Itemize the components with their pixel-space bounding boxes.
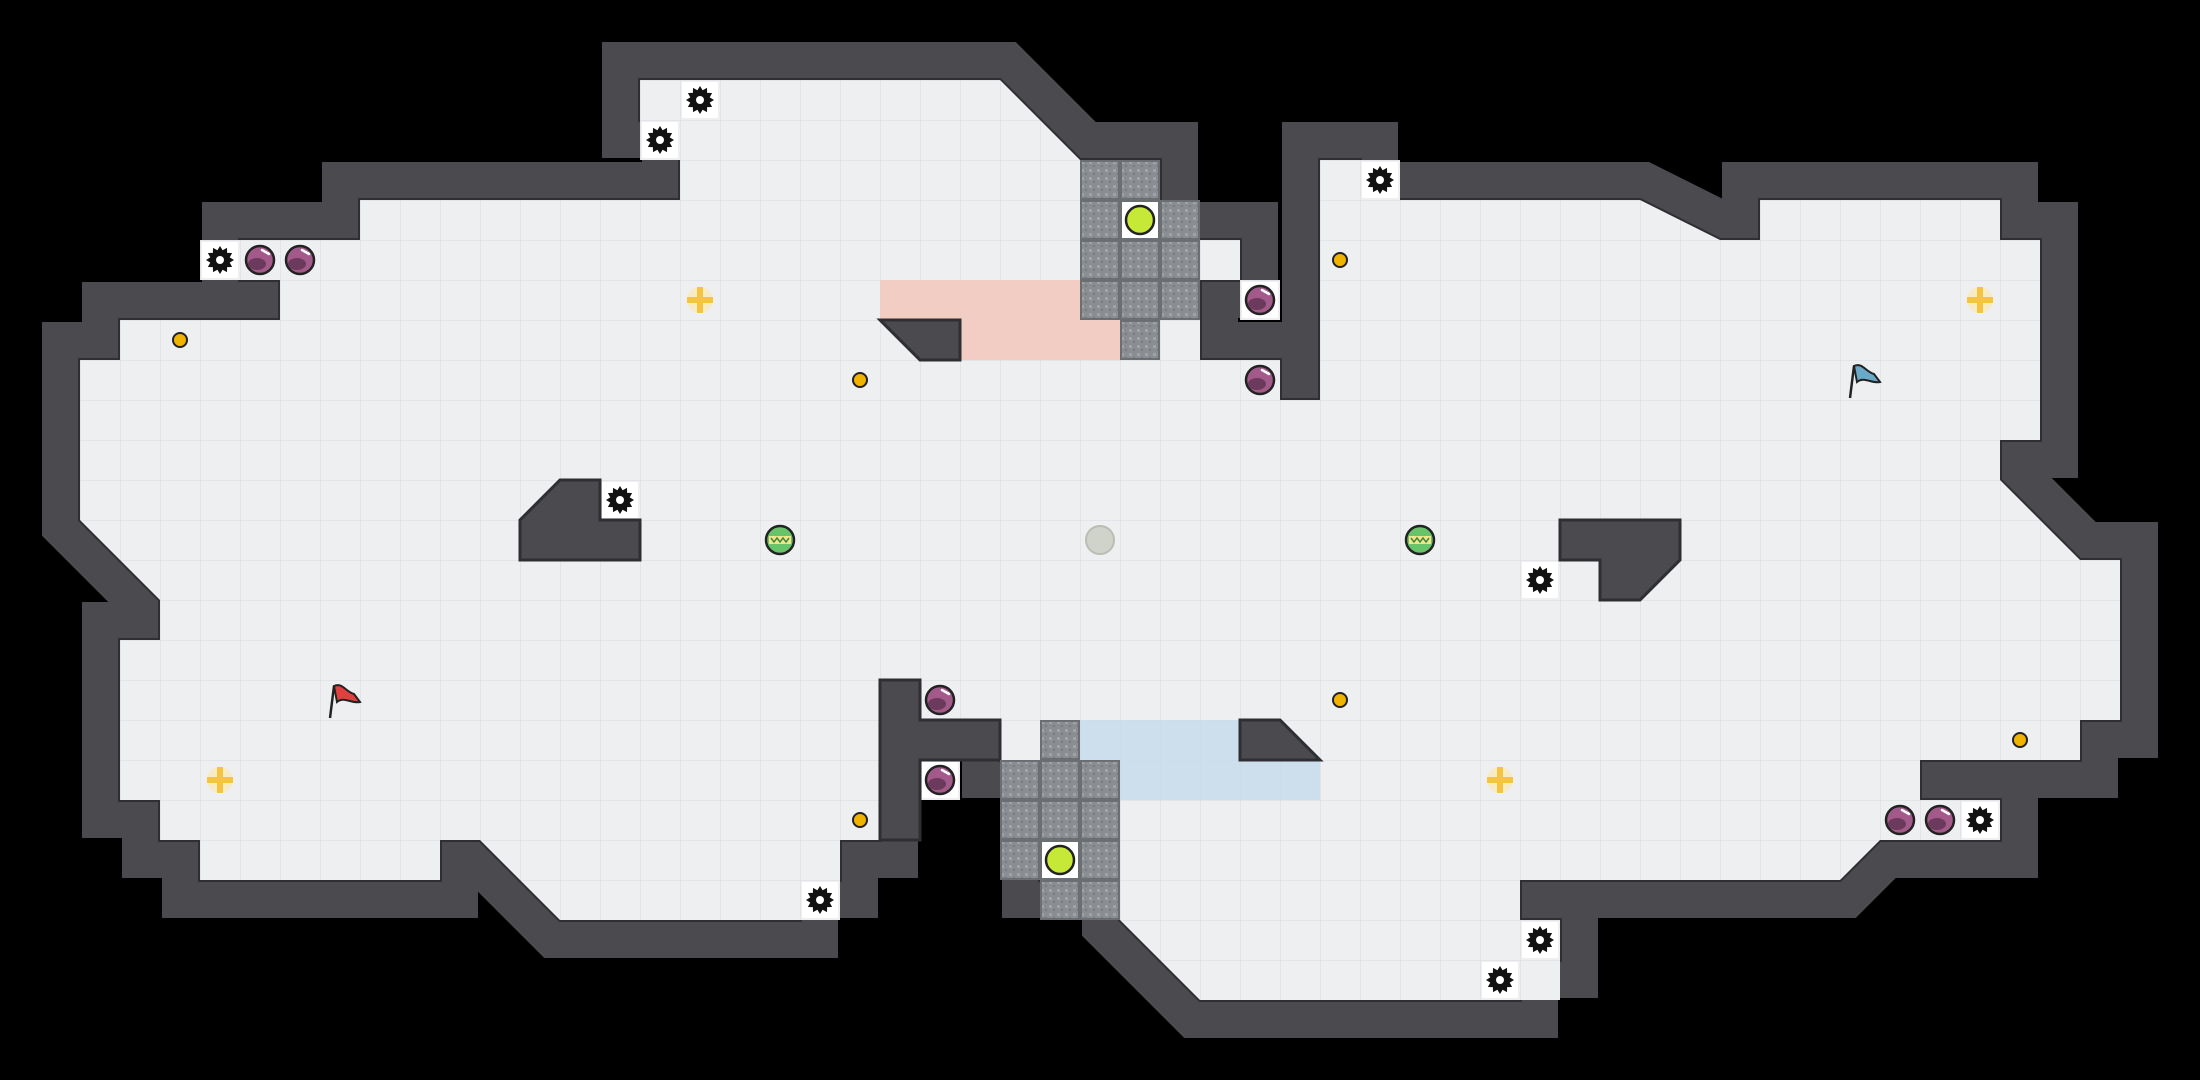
gate-tile bbox=[1120, 240, 1160, 280]
yellow-cross-boost-icon bbox=[687, 287, 713, 313]
lime-portal-icon bbox=[1044, 844, 1076, 876]
gate-tile bbox=[1160, 200, 1200, 240]
green-powerup-icon bbox=[1404, 524, 1436, 556]
gate-tile bbox=[1000, 800, 1040, 840]
wall-block bbox=[1558, 518, 1682, 602]
purple-bomb-icon bbox=[284, 244, 316, 276]
team-zones bbox=[880, 280, 1320, 800]
gate-tile bbox=[1160, 240, 1200, 280]
gate-tile bbox=[1160, 280, 1200, 320]
yellow-cross-boost-icon bbox=[1967, 287, 1993, 313]
purple-bomb-icon bbox=[1884, 804, 1916, 836]
gate-tile bbox=[1120, 280, 1160, 320]
gear-spike-icon bbox=[206, 246, 234, 274]
wall-block bbox=[1238, 718, 1324, 762]
purple-bomb-icon bbox=[244, 244, 276, 276]
wall-block bbox=[518, 478, 642, 562]
red-team-zone bbox=[880, 280, 1120, 360]
yellow-pellet-icon bbox=[852, 372, 868, 388]
center-marker-icon bbox=[1085, 525, 1115, 555]
gate-tile bbox=[1000, 760, 1040, 800]
gate-tile bbox=[1040, 720, 1080, 760]
gate-tile bbox=[1040, 760, 1080, 800]
yellow-cross-boost-icon bbox=[1487, 767, 1513, 793]
gate-tile bbox=[1120, 160, 1160, 200]
gear-spike-icon bbox=[1526, 926, 1554, 954]
gear-spike-icon bbox=[686, 86, 714, 114]
arena-entities bbox=[172, 82, 2028, 998]
gate-tile bbox=[1120, 320, 1160, 360]
gate-tile bbox=[1080, 760, 1120, 800]
gate-tile bbox=[1080, 840, 1120, 880]
wall-obstacles bbox=[518, 318, 1682, 842]
wall-block bbox=[876, 318, 962, 362]
gate-tile bbox=[1080, 880, 1120, 920]
purple-bomb-icon bbox=[1244, 284, 1276, 316]
gear-spike-icon bbox=[1366, 166, 1394, 194]
gate-tile bbox=[1040, 880, 1080, 920]
gate-tile bbox=[1040, 800, 1080, 840]
yellow-pellet-icon bbox=[1332, 692, 1348, 708]
gear-spike-icon bbox=[646, 126, 674, 154]
purple-bomb-icon bbox=[924, 684, 956, 716]
purple-bomb-icon bbox=[924, 764, 956, 796]
gate-tile bbox=[1080, 280, 1120, 320]
yellow-cross-boost-icon bbox=[207, 767, 233, 793]
gate-tile bbox=[1080, 240, 1120, 280]
gate-tiles bbox=[1000, 160, 1200, 920]
gate-tile bbox=[1080, 160, 1120, 200]
lime-portal-icon bbox=[1124, 204, 1156, 236]
gear-spike-icon bbox=[806, 886, 834, 914]
green-powerup-icon bbox=[764, 524, 796, 556]
gate-tile bbox=[1080, 800, 1120, 840]
gate-tile bbox=[1000, 840, 1040, 880]
yellow-pellet-icon bbox=[1332, 252, 1348, 268]
yellow-pellet-icon bbox=[172, 332, 188, 348]
purple-bomb-icon bbox=[1244, 364, 1276, 396]
yellow-pellet-icon bbox=[2012, 732, 2028, 748]
blue-flag-icon bbox=[1848, 364, 1882, 399]
gear-spike-icon bbox=[1526, 566, 1554, 594]
gate-tile bbox=[1080, 200, 1120, 240]
gear-spike-icon bbox=[606, 486, 634, 514]
blue-team-zone bbox=[1080, 720, 1320, 800]
gear-spike-icon bbox=[1486, 966, 1514, 994]
gear-spike-icon bbox=[1966, 806, 1994, 834]
red-flag-icon bbox=[328, 684, 362, 719]
purple-bomb-icon bbox=[1924, 804, 1956, 836]
yellow-pellet-icon bbox=[852, 812, 868, 828]
